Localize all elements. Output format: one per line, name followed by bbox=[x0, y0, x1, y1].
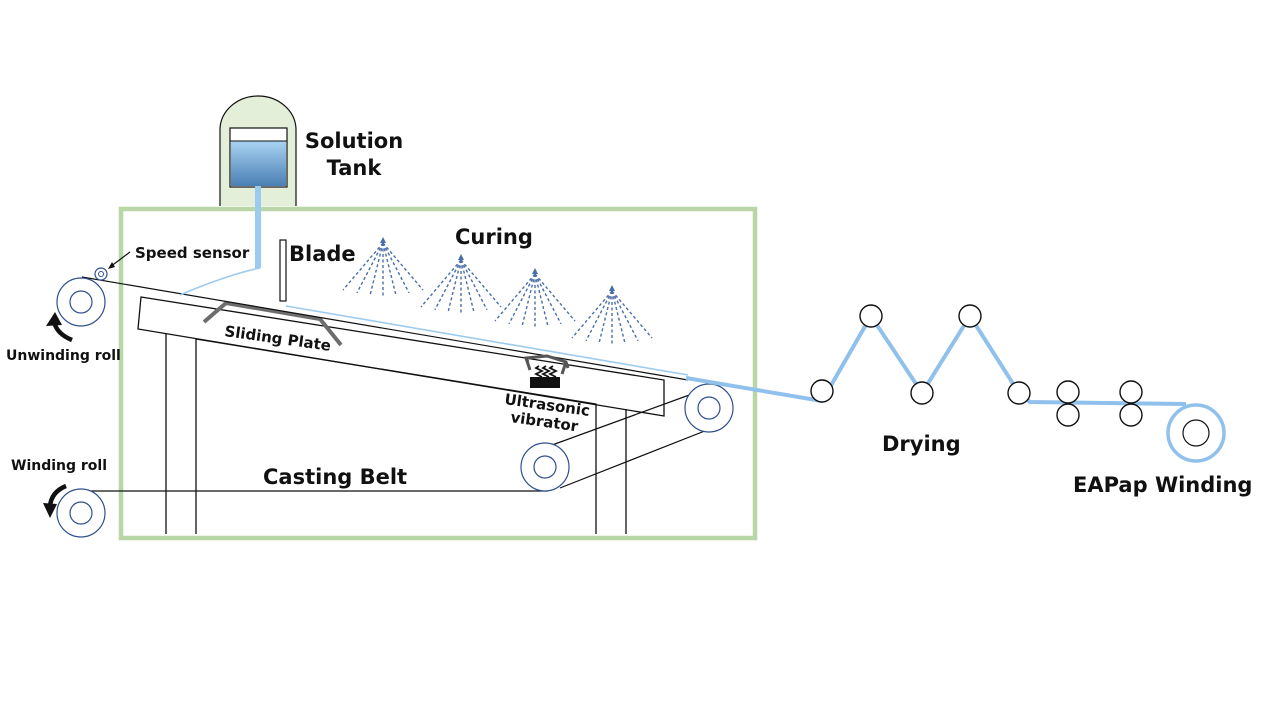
drying-roller bbox=[910, 381, 934, 405]
spray-nozzle-icon bbox=[494, 268, 576, 329]
unwinding-roll bbox=[56, 277, 106, 327]
unwinding-roll-label: Unwinding roll bbox=[6, 348, 121, 364]
spray-nozzle-icon bbox=[342, 237, 424, 298]
ultrasonic-vibrator-icon bbox=[523, 354, 570, 388]
casting-frame bbox=[137, 296, 665, 534]
sliding-plate bbox=[202, 301, 343, 347]
nip-rollers bbox=[1056, 380, 1143, 427]
casting-enclosure bbox=[118, 206, 758, 541]
winding-roll bbox=[56, 488, 106, 538]
eapap-film-path bbox=[685, 314, 1187, 406]
spray-nozzle-icon bbox=[571, 285, 653, 346]
curing-label: Curing bbox=[455, 225, 533, 249]
drying-roller bbox=[859, 304, 883, 328]
nip-roller bbox=[1056, 403, 1080, 427]
eapap-winding-roll bbox=[1166, 403, 1226, 463]
casting-belt-path bbox=[81, 276, 726, 492]
drying-label: Drying bbox=[882, 432, 961, 456]
spray-nozzle-icon bbox=[420, 254, 502, 315]
belt-tension-roll bbox=[520, 442, 570, 492]
nip-roller bbox=[1119, 403, 1143, 427]
nip-roller bbox=[1119, 380, 1143, 404]
sliding-plate-label: Sliding Plate bbox=[223, 322, 332, 355]
belt-end-roll bbox=[684, 383, 734, 433]
blade bbox=[279, 239, 287, 302]
solution-tank-label-line2: Tank bbox=[327, 156, 383, 180]
curved-arrow-icon bbox=[43, 483, 67, 518]
winding-roll-label: Winding roll bbox=[11, 458, 107, 474]
drying-rollers bbox=[810, 304, 1031, 405]
blade-label: Blade bbox=[289, 242, 356, 266]
eapap-winding-label: EAPap Winding bbox=[1073, 473, 1252, 497]
drying-roller bbox=[1007, 381, 1031, 405]
curing-sprayers bbox=[342, 237, 653, 346]
speed-sensor-label: Speed sensor bbox=[135, 244, 250, 262]
cast-film bbox=[179, 267, 689, 376]
solution-tank-label: Solution bbox=[305, 129, 403, 153]
solution-tank bbox=[219, 95, 297, 206]
nip-roller bbox=[1056, 380, 1080, 404]
casting-belt-label: Casting Belt bbox=[263, 465, 407, 489]
drying-roller bbox=[958, 304, 982, 328]
speed-sensor bbox=[94, 251, 131, 281]
solution-feed-pipe bbox=[255, 186, 261, 268]
curved-arrow-icon bbox=[46, 312, 73, 343]
drying-roller bbox=[810, 379, 834, 403]
